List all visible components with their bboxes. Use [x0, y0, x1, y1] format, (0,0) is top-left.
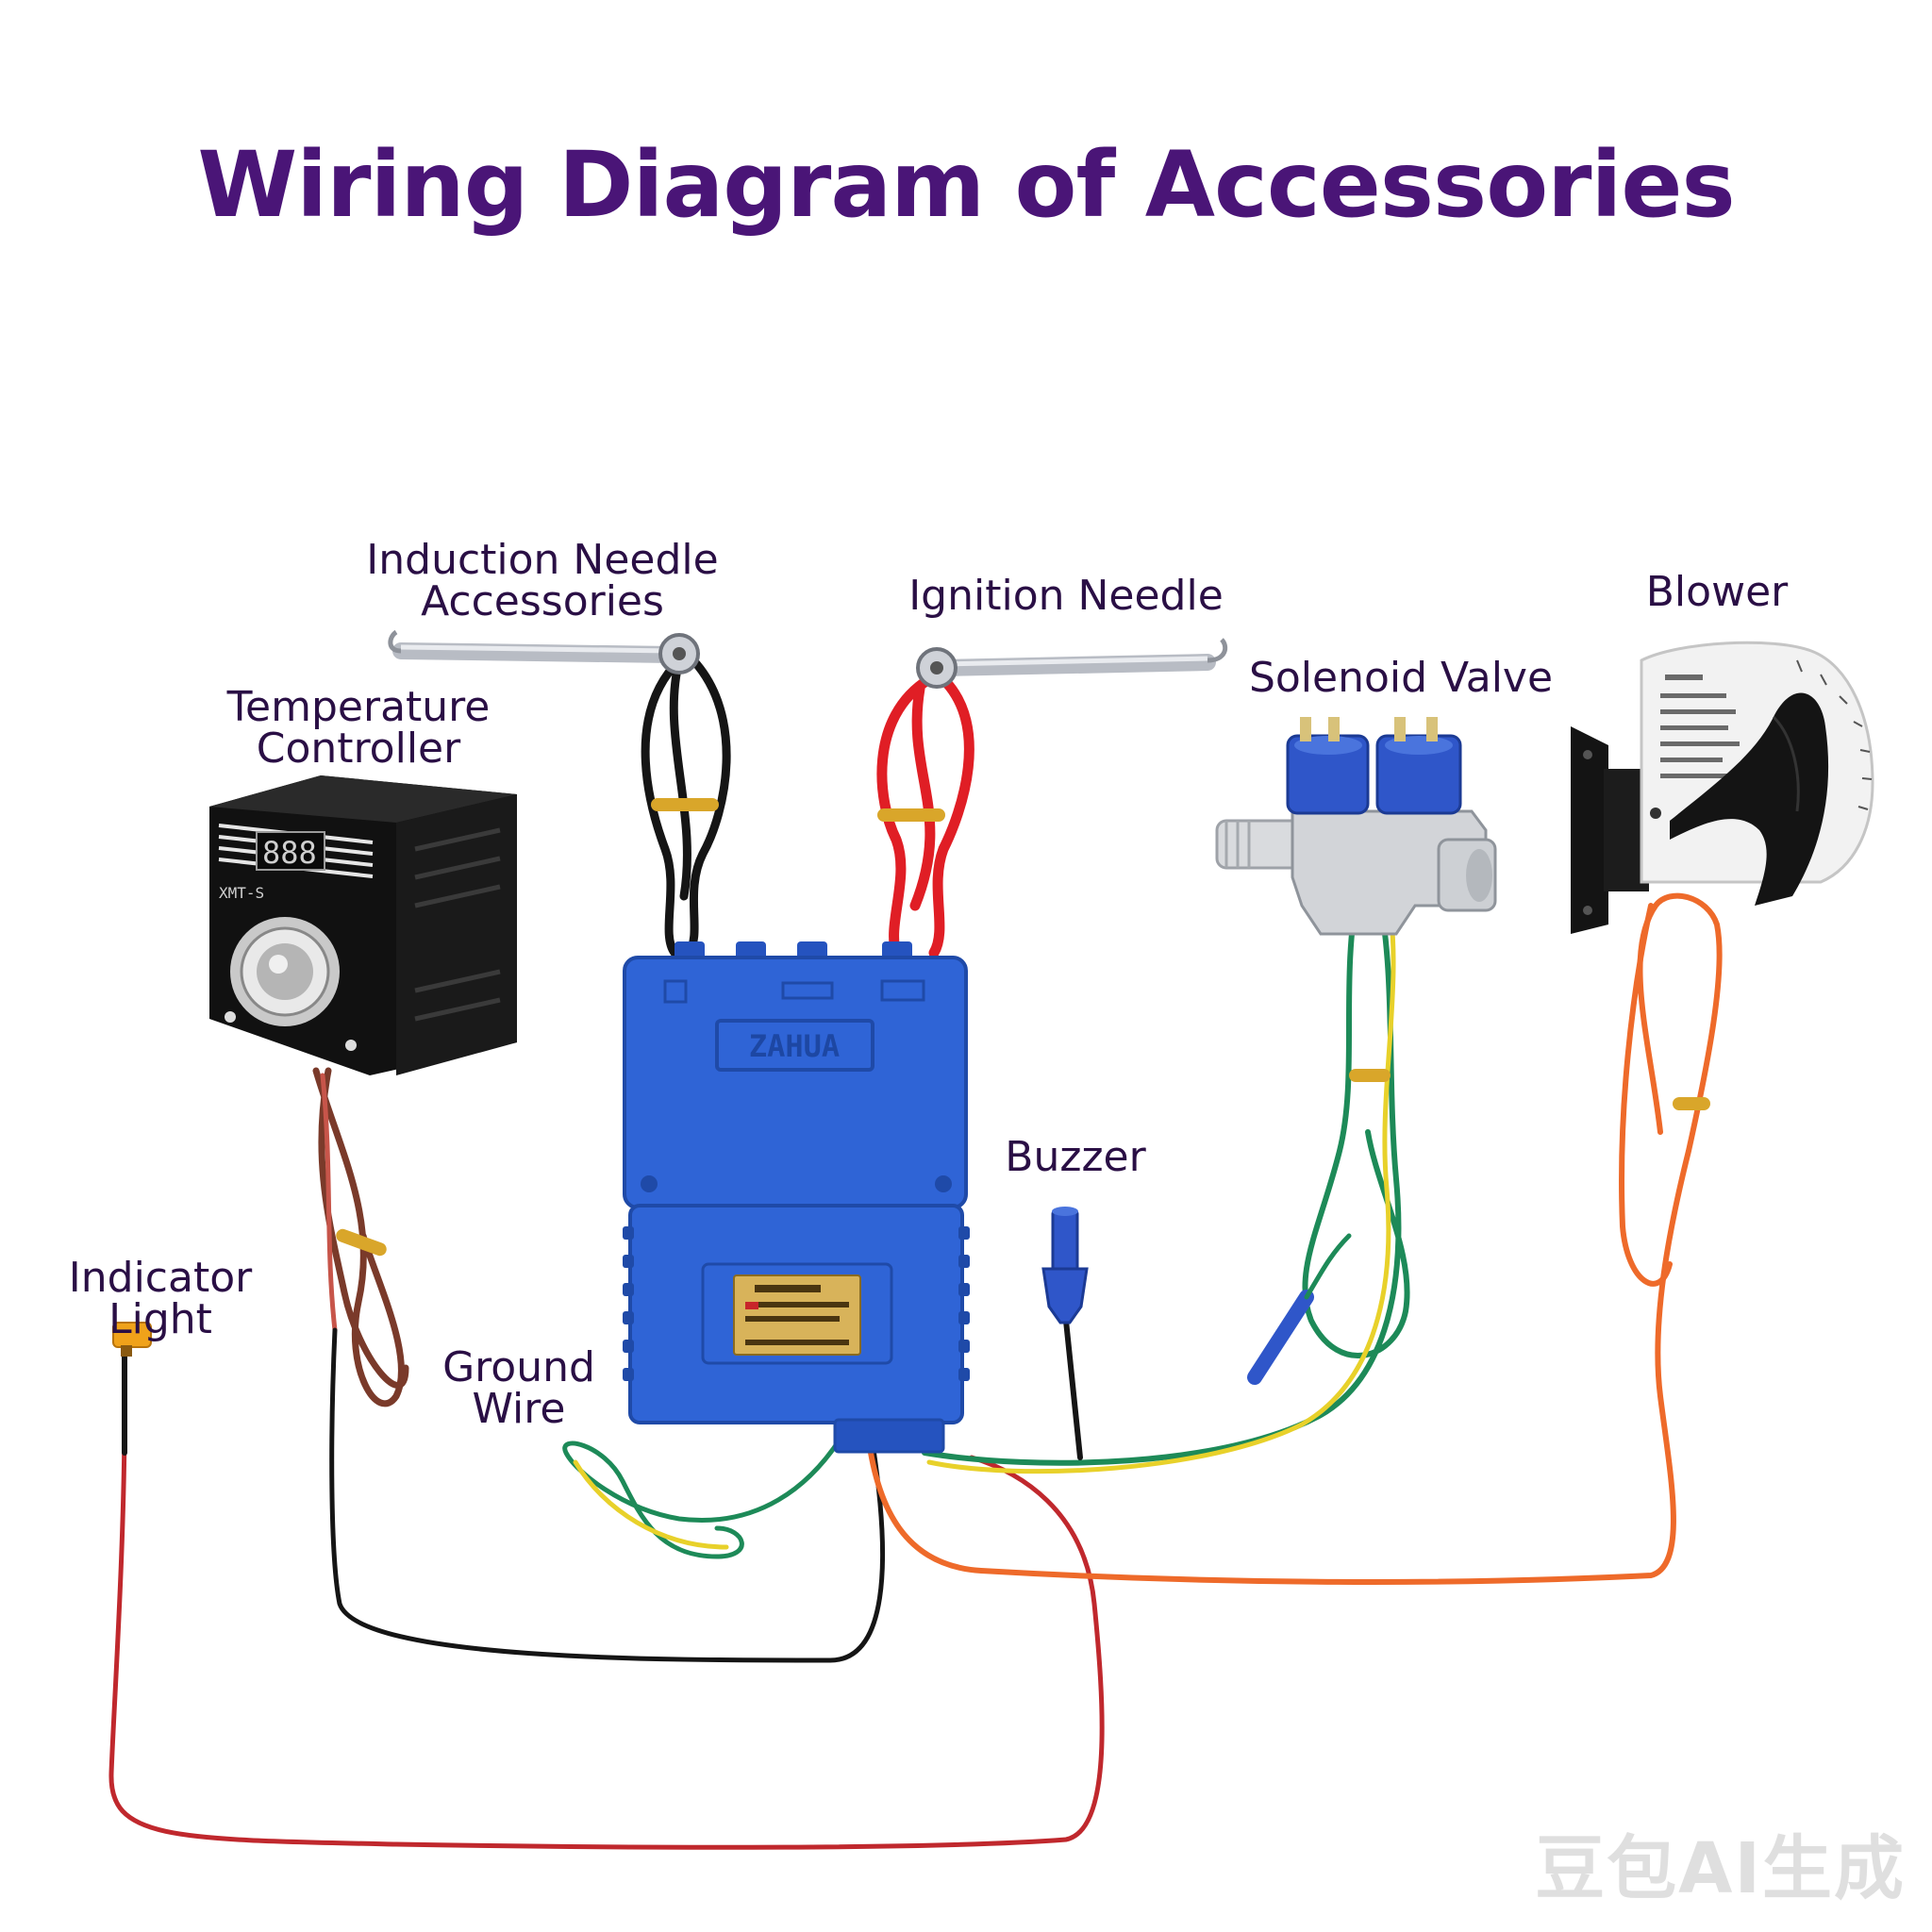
ground-wire-yellow: [573, 1459, 729, 1550]
induction-needle-icon: [388, 629, 700, 675]
svg-text:XMT-S: XMT-S: [219, 884, 264, 902]
svg-text:ZAHUA: ZAHUA: [749, 1028, 840, 1064]
ground-wire: [562, 1422, 852, 1559]
label-ground-wire-line1: Ground: [442, 1343, 595, 1391]
solenoid-valve-icon: [1215, 717, 1497, 936]
solenoid-valve-wire: [922, 884, 1410, 1466]
blower-wire-tie: [1673, 1097, 1710, 1110]
label-ground-wire-line2: Wire: [472, 1385, 566, 1433]
thermostat-controller-icon: 888 XMT-S: [209, 775, 517, 1075]
pulse-ignition-controller-icon: ZAHUA: [623, 941, 970, 1454]
label-blower: Blower: [1645, 568, 1789, 616]
svg-text:888: 888: [262, 835, 317, 871]
temp-controller-return-wire: [329, 1327, 886, 1663]
label-induction-needle: Induction Needle Accessories: [349, 540, 736, 623]
solenoid-connector: [1247, 1290, 1314, 1385]
temp-wire-tie: [336, 1228, 387, 1257]
label-temperature-controller-line2: Controller: [256, 724, 461, 773]
indicator-light-wire: [108, 1412, 1105, 1850]
ignition-needle-wire: [876, 674, 974, 958]
induction-needle-wire: [641, 656, 731, 958]
wires: [108, 656, 1723, 1850]
watermark: 豆包AI生成: [1535, 1828, 1906, 1909]
blower-fan-icon: [1571, 641, 1874, 934]
ignition-wire-tie: [877, 808, 945, 822]
buzzer-wire: [1063, 1318, 1083, 1460]
label-indicator-light: Indicator Light: [68, 1254, 253, 1343]
induction-wire-tie: [651, 798, 719, 811]
label-temperature-controller: Temperature Controller: [217, 687, 500, 770]
indicator-lamp-icon: [112, 1322, 152, 1357]
label-ignition-needle: Ignition Needle: [908, 572, 1224, 620]
label-buzzer: Buzzer: [1005, 1133, 1146, 1181]
page-title: Wiring Diagram of Accessories: [197, 132, 1735, 238]
blower-wire: [865, 892, 1723, 1585]
solenoid-valve-wire-yellow: [926, 884, 1396, 1474]
label-solenoid-valve: Solenoid Valve: [1248, 654, 1554, 702]
temp-controller-wire: [312, 1067, 409, 1407]
solenoid-wire-tie: [1349, 1069, 1391, 1082]
label-ground-wire: Ground Wire: [425, 1347, 613, 1430]
label-temperature-controller-line1: Temperature: [226, 683, 491, 731]
solenoid-connector-lead: [1304, 1233, 1352, 1300]
blower-wire-loop: [1619, 903, 1673, 1287]
ignition-needle-icon: [916, 638, 1228, 689]
label-induction-needle-line2: Accessories: [421, 577, 664, 625]
temp-controller-wire-red: [320, 1073, 338, 1333]
label-induction-needle-line1: Induction Needle: [366, 536, 719, 584]
buzzer-icon: [1041, 1207, 1089, 1324]
